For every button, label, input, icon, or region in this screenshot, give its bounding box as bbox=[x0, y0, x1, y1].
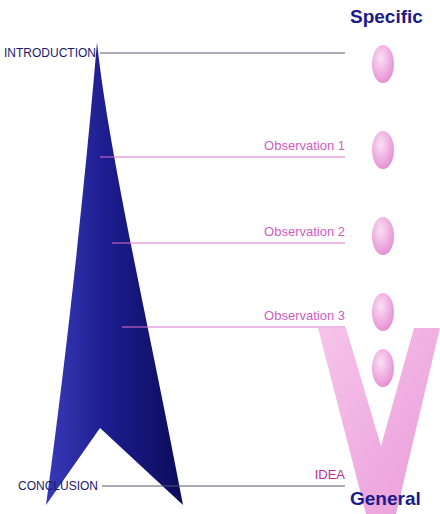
scale-label: Specific bbox=[350, 6, 423, 29]
observation-label: Observation 3 bbox=[264, 308, 345, 324]
pink-dot bbox=[372, 293, 394, 331]
leader-line bbox=[102, 486, 345, 487]
stage-label: INTRODUCTION bbox=[4, 46, 96, 60]
leader-line bbox=[122, 327, 345, 328]
leader-line bbox=[100, 53, 345, 54]
observation-label: Observation 2 bbox=[264, 224, 345, 240]
pink-dot bbox=[372, 131, 394, 169]
pink-dot bbox=[372, 45, 394, 83]
idea-label: IDEA bbox=[315, 467, 345, 483]
scale-label: General bbox=[350, 488, 421, 511]
leader-line bbox=[112, 243, 345, 244]
upward-arrow bbox=[46, 42, 183, 505]
pink-dot bbox=[372, 349, 394, 387]
pink-dot bbox=[372, 217, 394, 255]
observation-label: Observation 1 bbox=[264, 138, 345, 154]
stage-label: CONCLUSION bbox=[18, 479, 98, 493]
leader-line bbox=[100, 157, 345, 158]
